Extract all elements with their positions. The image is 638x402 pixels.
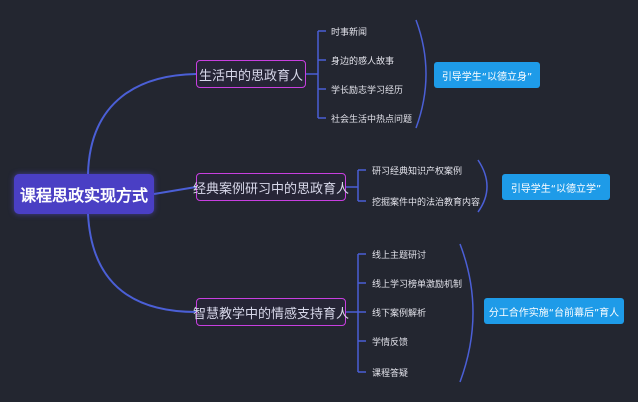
branch-1-item-2: 身边的感人故事: [331, 57, 395, 67]
branch-3-item-3: 线下案例解析: [372, 309, 427, 319]
branch-2-ticks: [358, 169, 366, 202]
branch-2-item-2: 挖掘案件中的法治教育内容: [372, 198, 481, 208]
root-to-branch-2-link: [153, 186, 197, 195]
root-to-branch-3-link: [87, 213, 197, 313]
branch-3-fork: [346, 254, 359, 372]
branch-1-outcome[interactable]: 引导学生“以德立身”: [434, 62, 540, 88]
branch-1-fork: [306, 31, 319, 118]
branch-3-item-5: 课程答疑: [372, 369, 409, 379]
branch-2-outcome[interactable]: 引导学生“以德立学”: [502, 174, 610, 200]
root-to-branch-1-link: [87, 73, 197, 175]
branch-2-fork: [346, 170, 359, 201]
branch-1-ticks: [318, 30, 326, 119]
branch-3-outcome[interactable]: 分工合作实施“台前幕后”育人: [484, 298, 624, 324]
branch-3-item-1: 线上主题研讨: [372, 251, 427, 261]
branch-1-bracket: [415, 19, 427, 129]
branch-3-bracket: [459, 243, 474, 383]
branch-1-item-4: 社会生活中热点问题: [331, 115, 413, 125]
branch-1-item-1: 时事新闻: [331, 28, 368, 38]
branch-3-ticks: [358, 253, 366, 373]
branch-2-item-1: 研习经典知识产权案例: [372, 167, 463, 177]
branch-2-bracket: [477, 159, 488, 213]
branch-node-2[interactable]: 经典案例研习中的思政育人: [193, 173, 349, 201]
root-node[interactable]: 课程思政实现方式: [14, 174, 154, 214]
branch-node-3[interactable]: 智慧教学中的情感支持育人: [193, 298, 349, 326]
branch-3-item-2: 线上学习榜单激励机制: [372, 280, 463, 290]
branch-3-item-4: 学情反馈: [372, 338, 409, 348]
branch-1-item-3: 学长励志学习经历: [331, 86, 404, 96]
branch-node-1[interactable]: 生活中的思政育人: [196, 60, 306, 88]
